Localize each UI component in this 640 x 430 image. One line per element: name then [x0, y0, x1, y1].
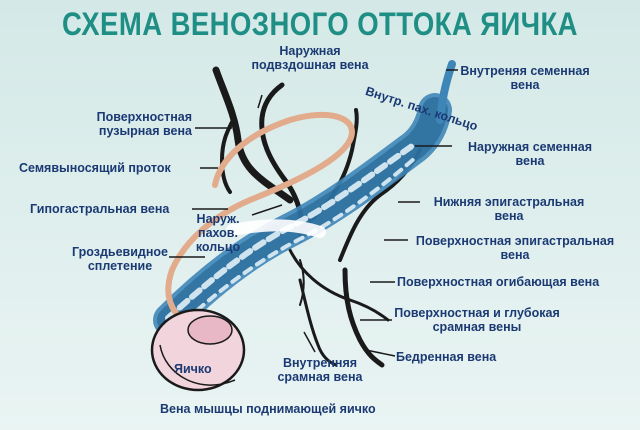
label-inferior-epigastric-vein: Нижняя эпигастральная вена	[433, 195, 585, 223]
label-external-spermatic-vein: Наружная семенная вена	[468, 140, 592, 168]
label-superficial-circumflex-vein: Поверхностная огибающая вена	[397, 275, 600, 289]
diagram-title: СХЕМА ВЕНОЗНОГО ОТТОКА ЯИЧКА	[62, 6, 578, 42]
testis-drawing	[150, 308, 246, 392]
label-pudendal-veins: Поверхностная и глубокая срамная вены	[394, 306, 560, 334]
external-inguinal-ring-drawing	[226, 219, 326, 238]
label-superficial-vesical-vein: Поверхностная пузырная вена	[96, 110, 192, 138]
label-femoral-vein: Бедренная вена	[396, 350, 497, 364]
label-external-iliac-vein: Наружная подвздошная вена	[251, 44, 369, 72]
label-internal-spermatic-vein: Внутреняя семенная вена	[460, 64, 590, 92]
label-vas-deferens: Семявыносящий проток	[19, 161, 171, 175]
label-hypogastric-vein: Гипогастральная вена	[30, 202, 170, 216]
label-external-inguinal-ring: Наруж. пахов. кольцо	[195, 212, 241, 254]
vas-deferens-drawing	[165, 111, 355, 321]
label-testis: Яичко	[174, 362, 212, 376]
label-internal-pudendal-vein: Внутренняя срамная вена	[277, 356, 363, 384]
label-cremaster-vein: Вена мышцы поднимающей яичко	[160, 402, 376, 416]
label-superficial-epigastric-vein: Поверхностная эпигастральная вена	[415, 234, 615, 262]
label-leader-lines	[169, 69, 458, 357]
label-pampiniform-plexus: Гроздьевидное сплетение	[72, 245, 168, 273]
